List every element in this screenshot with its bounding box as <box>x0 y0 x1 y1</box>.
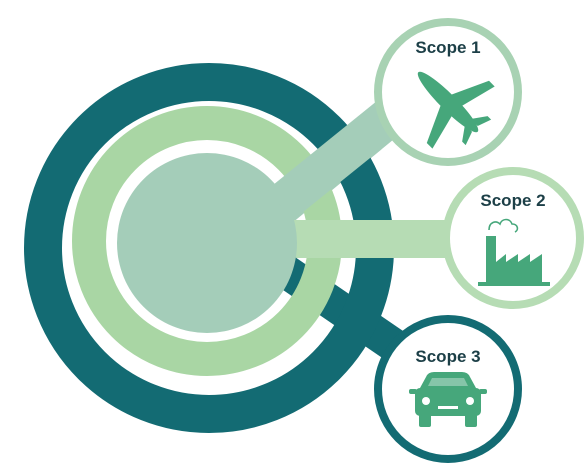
core-circle <box>117 153 297 333</box>
scope-3-node[interactable]: Scope 3 <box>374 315 522 463</box>
scope-1-node[interactable]: Scope 1 <box>374 18 522 166</box>
car-icon <box>409 372 487 427</box>
scope-1-label: Scope 1 <box>415 38 480 57</box>
factory-icon <box>478 218 550 286</box>
scope-2-label: Scope 2 <box>480 191 545 210</box>
scope-3-label: Scope 3 <box>415 347 480 366</box>
connector-scope-2-inner <box>300 220 470 258</box>
airplane-icon <box>417 71 495 149</box>
scope-2-node[interactable]: Scope 2 <box>442 167 584 309</box>
scope-2-circle <box>442 167 584 309</box>
